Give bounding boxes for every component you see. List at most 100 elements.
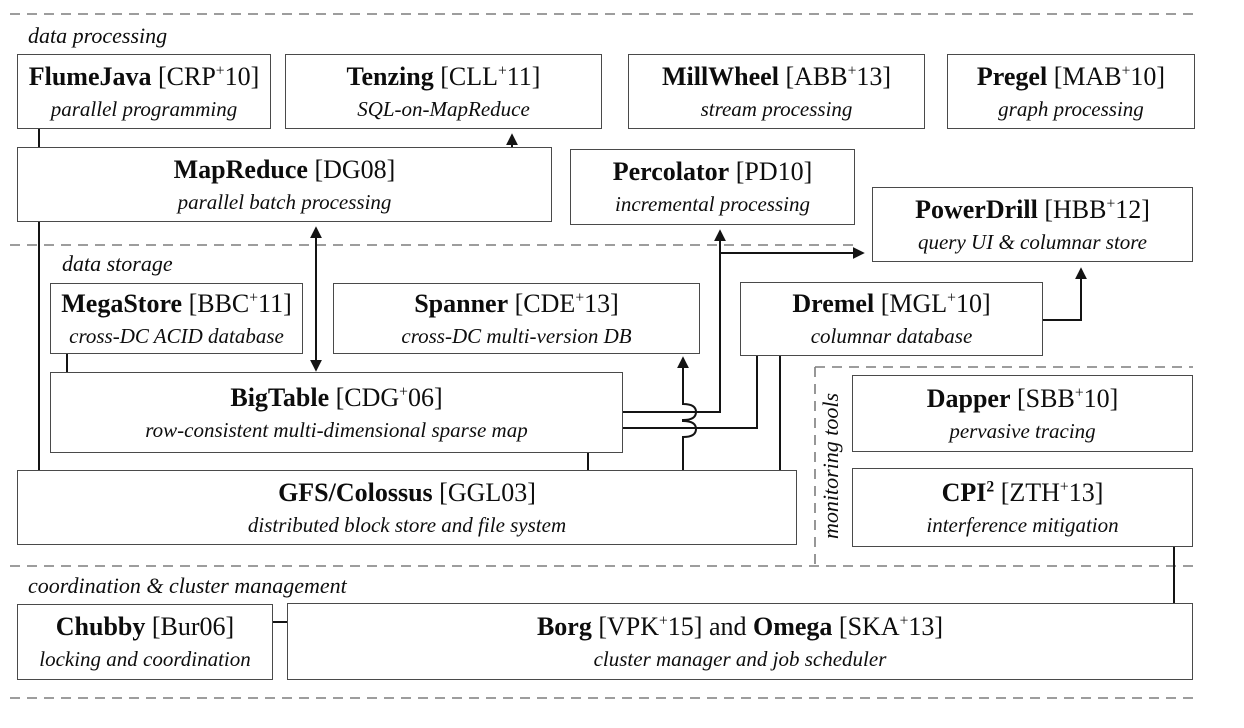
title-part: FlumeJava [28, 61, 152, 91]
title-part: 10] [1083, 383, 1119, 413]
box-subtitle: interference mitigation [926, 512, 1119, 537]
box-dapper: Dapper [SBB+10] pervasive tracing [852, 375, 1193, 452]
title-part: + [659, 611, 668, 629]
title-part: Borg [536, 611, 592, 641]
title-part: 13] [1068, 477, 1104, 507]
title-part: 13] [584, 288, 619, 318]
box-subtitle: columnar database [810, 324, 973, 348]
title-part: [CLL [433, 61, 498, 91]
box-title: CPI2 [ZTH+13] [942, 476, 1104, 510]
title-part: MillWheel [661, 61, 779, 91]
title-part: [PD10] [729, 157, 813, 186]
box-chubby: Chubby [Bur06] locking and coordination [17, 604, 273, 680]
box-pregel: Pregel [MAB+10]graph processing [947, 54, 1195, 129]
title-part: [CRP [151, 61, 216, 91]
title-part: + [1106, 194, 1116, 212]
box-title: MillWheel [ABB+13] [662, 60, 891, 94]
box-subtitle: parallel programming [50, 96, 238, 121]
title-part: + [399, 382, 408, 400]
title-part: [SBB [1010, 383, 1075, 413]
monitoring-tools-rotated-text: monitoring tools [818, 392, 844, 540]
title-part: 10] [955, 289, 991, 318]
box-title: MapReduce [DG08] [174, 153, 396, 187]
section-label-data-processing: data processing [28, 23, 168, 48]
title-part: [BBC [182, 288, 250, 318]
section-label-data-storage: data storage [62, 251, 173, 276]
title-part: MapReduce [173, 154, 308, 184]
title-part: [CDE [508, 288, 576, 318]
title-part: + [1074, 383, 1084, 401]
arrow-bigtable-dremel [604, 340, 763, 434]
title-part: [MGL [874, 289, 948, 318]
box-subtitle: locking and coordination [39, 647, 251, 671]
box-title: GFS/Colossus [GGL03] [278, 476, 536, 510]
box-subtitle: graph processing [998, 96, 1144, 121]
title-part: + [249, 288, 259, 306]
title-part: [MAB [1047, 61, 1122, 91]
title-part: Spanner [414, 288, 509, 318]
title-part: 11] [258, 288, 292, 318]
title-part: [ABB [778, 61, 848, 91]
title-part: CPI [941, 477, 987, 507]
box-title: BigTable [CDG+06] [230, 381, 442, 415]
box-title: Spanner [CDE+13] [414, 287, 619, 321]
title-part: [ZTH [994, 477, 1060, 507]
box-subtitle: stream processing [700, 96, 853, 121]
title-part: [Bur06] [145, 612, 235, 641]
title-part: 10] [224, 61, 260, 91]
box-subtitle: cross-DC multi-version DB [401, 323, 632, 348]
box-subtitle: parallel batch processing [177, 189, 392, 214]
title-part: + [1121, 61, 1131, 79]
title-part: 2 [986, 477, 995, 495]
title-part: + [947, 289, 956, 307]
title-part: + [847, 61, 857, 79]
box-borg: Borg [VPK+15] and Omega [SKA+13]cluster … [287, 603, 1193, 680]
box-millwheel: MillWheel [ABB+13]stream processing [628, 54, 925, 129]
title-part: Chubby [55, 612, 146, 641]
box-title: Percolator [PD10] [613, 155, 813, 189]
box-dremel: Dremel [MGL+10] columnar database [740, 282, 1043, 356]
box-subtitle: query UI & columnar store [917, 229, 1148, 254]
box-title: PowerDrill [HBB+12] [915, 193, 1150, 227]
box-subtitle: incremental processing [615, 192, 810, 216]
box-title: Chubby [Bur06] [56, 610, 234, 644]
box-powerdrill: PowerDrill [HBB+12]query UI & columnar s… [872, 187, 1193, 262]
box-subtitle: SQL-on-MapReduce [357, 96, 530, 121]
box-title: Borg [VPK+15] and Omega [SKA+13] [537, 610, 943, 644]
box-cpi2: CPI2 [ZTH+13]interference mitigation [852, 468, 1193, 547]
box-subtitle: cluster manager and job scheduler [593, 646, 887, 671]
box-subtitle: row-consistent multi-dimensional sparse … [145, 417, 528, 442]
box-mapreduce: MapReduce [DG08]parallel batch processin… [17, 147, 552, 222]
title-part: 06] [407, 382, 443, 412]
title-part: [SKA [832, 611, 900, 641]
title-part: Dapper [926, 383, 1011, 413]
title-part: + [497, 61, 507, 79]
box-title: MegaStore [BBC+11] [61, 287, 292, 321]
box-tenzing: Tenzing [CLL+11]SQL-on-MapReduce [285, 54, 602, 129]
box-percolator: Percolator [PD10] incremental processing [570, 149, 855, 225]
title-part: 13] [908, 611, 944, 641]
title-part: [HBB [1037, 194, 1107, 224]
title-part: [VPK [591, 611, 659, 641]
box-title: FlumeJava [CRP+10] [29, 60, 260, 94]
title-part: GFS/Colossus [278, 477, 433, 507]
section-label-coordination: coordination & cluster management [28, 573, 347, 598]
title-part: [DG08] [307, 154, 396, 184]
title-part: PowerDrill [915, 194, 1038, 224]
box-title: Dremel [MGL+10] [792, 287, 990, 321]
title-part: 13] [856, 61, 892, 91]
box-title: Tenzing [CLL+11] [347, 60, 541, 94]
title-part: BigTable [230, 382, 330, 412]
arrow-spanner-gfs [677, 356, 698, 491]
title-part: Omega [753, 611, 833, 641]
box-title: Pregel [MAB+10] [977, 60, 1165, 94]
title-part: Dremel [792, 289, 875, 318]
box-subtitle: pervasive tracing [949, 418, 1096, 443]
box-flumejava: FlumeJava [CRP+10]parallel programming [17, 54, 271, 129]
title-part: Pregel [976, 61, 1048, 91]
title-part: Percolator [612, 157, 730, 186]
title-part: + [1059, 477, 1069, 495]
box-bigtable: BigTable [CDG+06]row-consistent multi-di… [50, 372, 623, 453]
title-part: 15] and [667, 611, 753, 641]
